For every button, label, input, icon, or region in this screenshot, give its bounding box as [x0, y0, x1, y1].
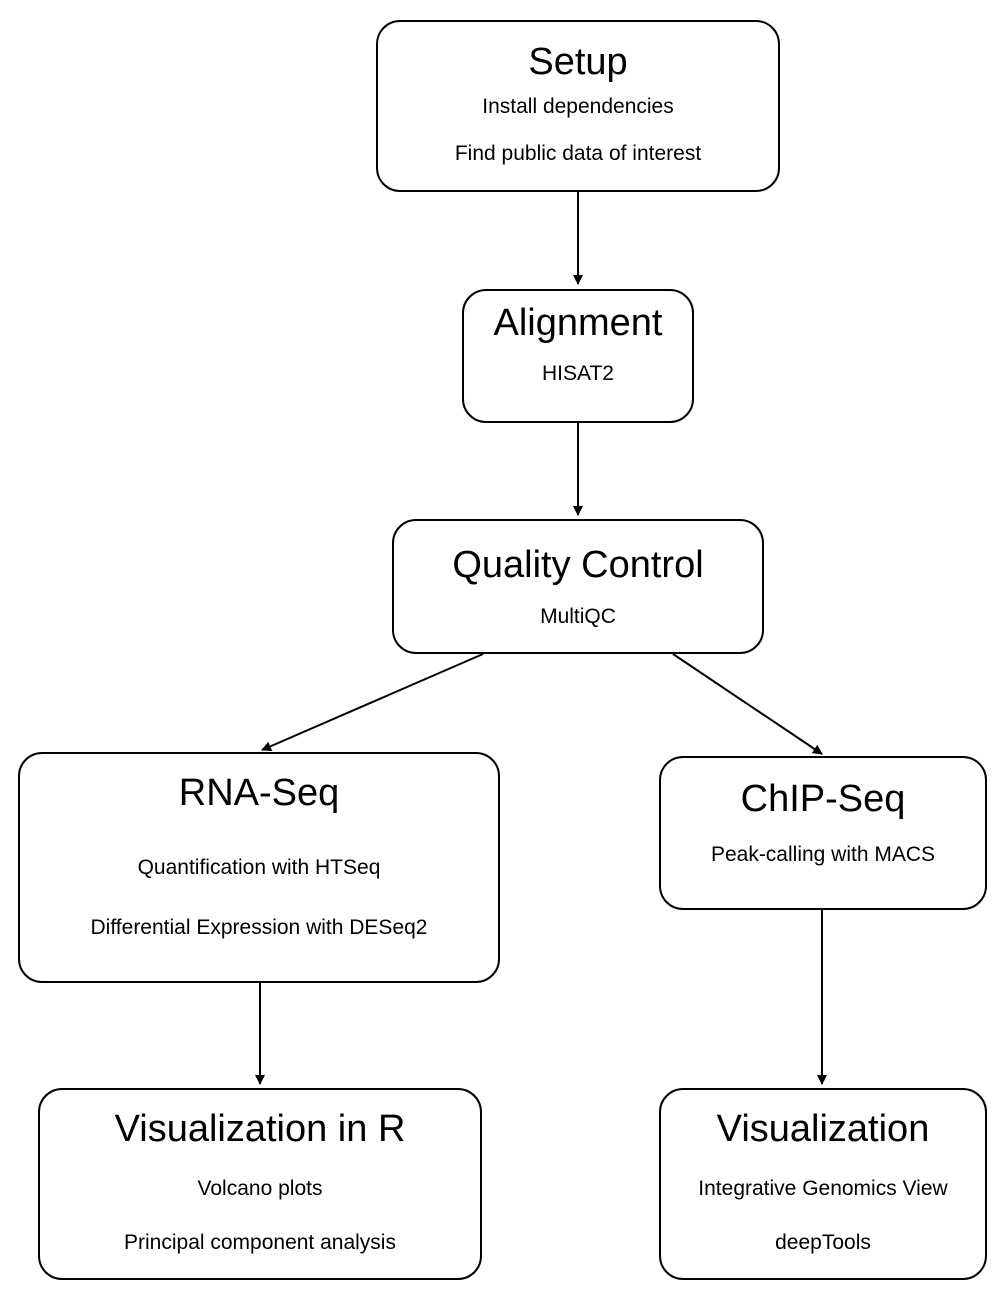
edge-qc-to-chipseq	[672, 653, 823, 755]
node-quality-control-line-1: MultiQC	[540, 605, 616, 628]
node-setup-title: Setup	[528, 41, 628, 83]
node-quality-control-title: Quality Control	[452, 544, 704, 586]
node-rna-seq-title: RNA-Seq	[178, 772, 340, 814]
node-chip-seq-line-1: Peak-calling with MACS	[710, 843, 936, 866]
edge-qc-to-rnaseq	[261, 653, 484, 752]
node-rna-seq-line-2: Differential Expression with DESeq2	[90, 916, 428, 939]
node-setup-line-2: Find public data of interest	[454, 142, 702, 165]
node-visualization-line-1: Integrative Genomics View	[698, 1177, 948, 1200]
node-rna-seq: RNA-Seq Quantification with HTSeq Differ…	[18, 752, 500, 983]
node-alignment-line-1: HISAT2	[542, 362, 614, 385]
node-visualization-in-r: Visualization in R Volcano plots Princip…	[38, 1088, 482, 1280]
node-setup-line-1: Install dependencies	[482, 95, 674, 118]
node-chip-seq: ChIP-Seq Peak-calling with MACS	[659, 756, 987, 910]
node-visualization-title: Visualization	[716, 1108, 930, 1150]
node-visualization-in-r-line-2: Principal component analysis	[124, 1231, 396, 1254]
node-visualization: Visualization Integrative Genomics View …	[659, 1088, 987, 1280]
node-setup: Setup Install dependencies Find public d…	[376, 20, 780, 192]
node-visualization-line-2: deepTools	[775, 1231, 871, 1254]
node-alignment: Alignment HISAT2	[462, 289, 694, 423]
node-visualization-in-r-line-1: Volcano plots	[197, 1177, 323, 1200]
node-visualization-in-r-title: Visualization in R	[114, 1108, 406, 1150]
node-quality-control: Quality Control MultiQC	[392, 519, 764, 654]
node-rna-seq-line-1: Quantification with HTSeq	[137, 856, 381, 879]
node-chip-seq-title: ChIP-Seq	[740, 778, 906, 820]
node-alignment-title: Alignment	[493, 302, 663, 344]
